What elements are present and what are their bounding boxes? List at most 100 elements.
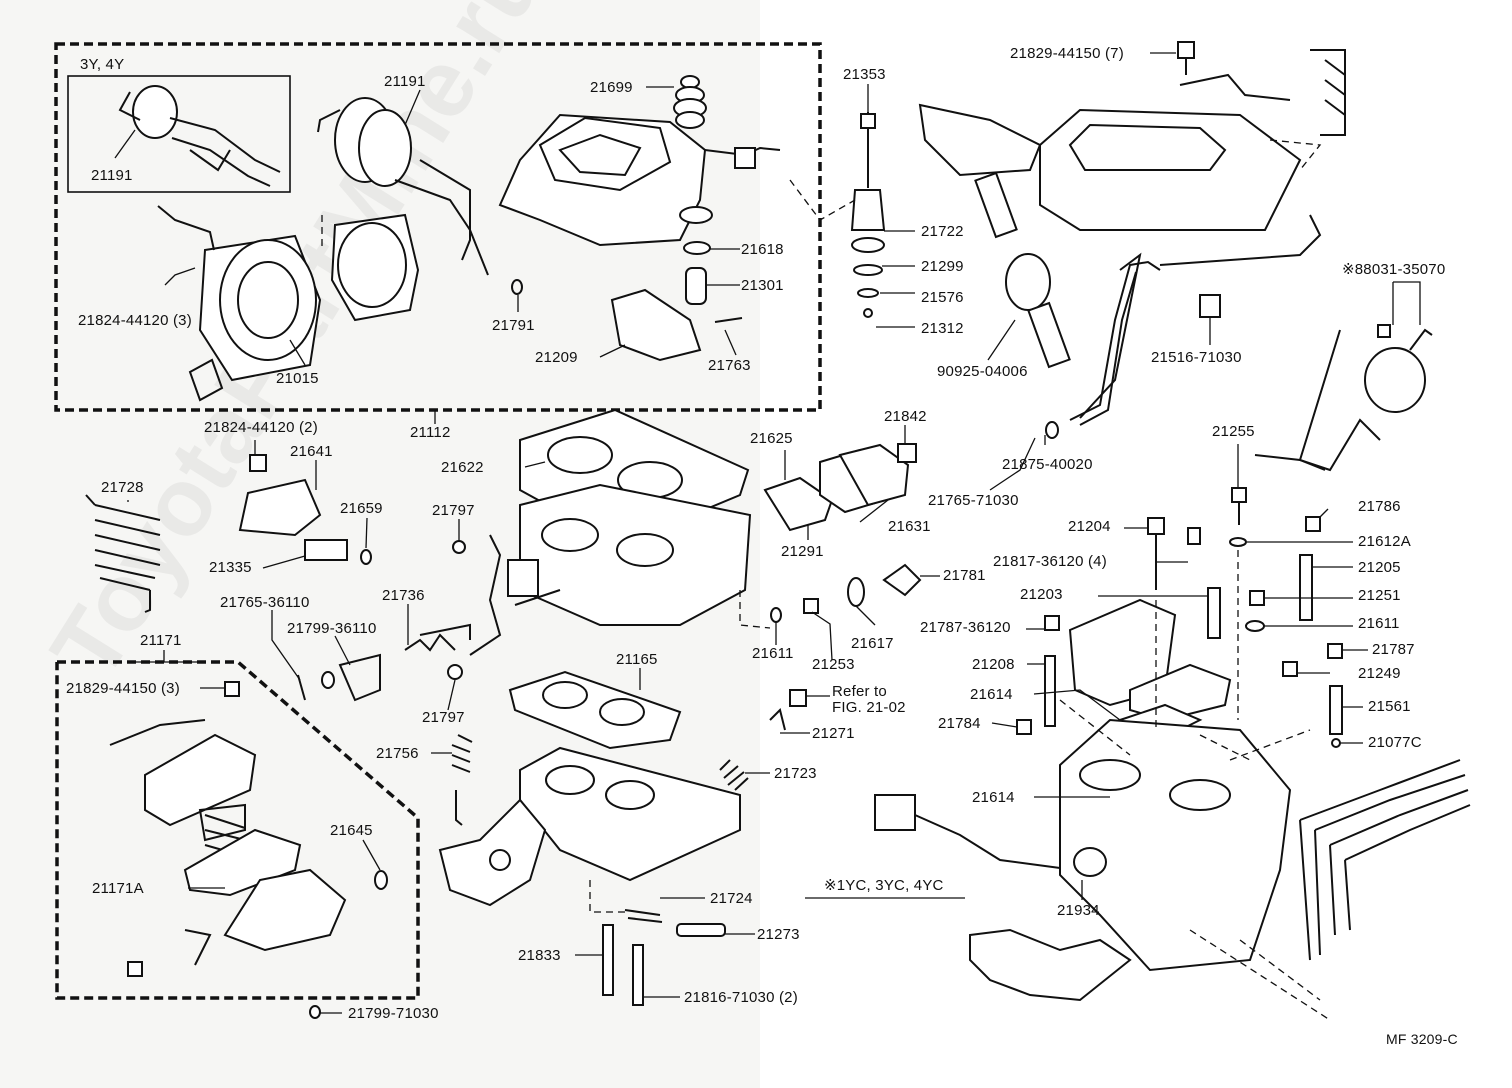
part-label-21728: 21728: [101, 479, 144, 496]
part-label-21209: 21209: [535, 349, 578, 366]
pump-housing-21015: [157, 205, 420, 402]
part-label-21631: 21631: [888, 518, 931, 535]
components-left-middle: [238, 454, 502, 680]
boot-21699: [673, 75, 707, 129]
part-label-21842: 21842: [884, 408, 927, 425]
part-label-21622: 21622: [441, 459, 484, 476]
carburetor-body: [507, 483, 752, 626]
part-label-21724: 21724: [710, 890, 753, 907]
part-label-21614-lower: 21614: [972, 789, 1015, 806]
part-label-21824-44120-3: 21824-44120 (3): [78, 312, 192, 329]
part-label-21787-36120: 21787-36120: [920, 619, 1011, 636]
part-label-21817-36120-4: 21817-36120 (4): [993, 553, 1107, 570]
float-needle-parts: [511, 241, 743, 362]
part-label-21797-lower: 21797: [422, 709, 465, 726]
part-label-21617: 21617: [851, 635, 894, 652]
part-label-21645: 21645: [330, 822, 373, 839]
part-label-21784: 21784: [938, 715, 981, 732]
part-label-21255: 21255: [1212, 423, 1255, 440]
part-label-21205: 21205: [1358, 559, 1401, 576]
part-label-21781: 21781: [943, 567, 986, 584]
figure-code: MF 3209-C: [1386, 1031, 1458, 1047]
fuel-pipe-21765-71030: [1045, 260, 1161, 439]
gasket-21625-21631: [763, 443, 917, 532]
dashpot-bracket: [1039, 41, 1346, 419]
frame-upper-assembly: [54, 42, 822, 412]
leader-lines: [114, 52, 1421, 1014]
part-label-90925-04006: 90925-04006: [937, 363, 1028, 380]
part-label-21763: 21763: [708, 357, 751, 374]
refer-to-note: Refer to: [832, 683, 887, 700]
part-label-21611-right: 21611: [1358, 615, 1400, 632]
part-label-21875-40020: 21875-40020: [1002, 456, 1093, 473]
part-label-21335: 21335: [209, 559, 252, 576]
part-label-21576: 21576: [921, 289, 964, 306]
frame-lower-left-assembly: [55, 660, 420, 1000]
part-label-21618: 21618: [741, 241, 784, 258]
part-label-21516-71030: 21516-71030: [1151, 349, 1242, 366]
guide-lines: [321, 139, 1331, 1021]
needle-stack-21353: [850, 112, 886, 318]
part-label-21787: 21787: [1372, 641, 1415, 658]
part-label-21165: 21165: [616, 651, 658, 668]
part-label-21273: 21273: [757, 926, 800, 943]
part-label-21736: 21736: [382, 587, 425, 604]
part-label-21816-71030-2: 21816-71030 (2): [684, 989, 798, 1006]
part-label-21611-mid: 21611: [752, 645, 794, 662]
inset-label-3y-4y: 3Y, 4Y: [80, 56, 125, 73]
part-label-21077C: 21077C: [1368, 734, 1422, 751]
part-label-21251: 21251: [1358, 587, 1401, 604]
air-horn-top-body: [498, 113, 781, 247]
part-label-21799-36110: 21799-36110: [287, 620, 377, 637]
part-label-21934: 21934: [1057, 902, 1100, 919]
gasket-21165: [508, 670, 682, 750]
part-label-21312: 21312: [921, 320, 964, 337]
diaphragm-assembly-21171: [109, 681, 388, 1019]
part-label-21191: 21191: [384, 73, 426, 90]
inset-diaphragm-part: [118, 85, 281, 187]
part-label-21561: 21561: [1368, 698, 1411, 715]
hose-90925-04006: [918, 103, 1071, 369]
part-label-21253: 21253: [812, 656, 855, 673]
part-label-21824-44120-2: 21824-44120 (2): [204, 419, 318, 436]
part-label-21353: 21353: [843, 66, 886, 83]
throttle-body-flange: [438, 746, 741, 907]
part-label-21301: 21301: [741, 277, 784, 294]
part-label-21786: 21786: [1358, 498, 1401, 515]
frame-inset-3y-4y: [67, 75, 291, 193]
part-label-21171: 21171: [140, 632, 182, 649]
intake-base-1yc: [874, 718, 1471, 1002]
lower-middle-parts: [451, 689, 807, 1006]
part-label-21612A: 21612A: [1358, 533, 1411, 550]
note-1yc-3yc-4yc: ※1YC, 3YC, 4YC: [824, 877, 944, 894]
part-label-21641: 21641: [290, 443, 333, 460]
part-label-21614-upper: 21614: [970, 686, 1013, 703]
part-label-21765-36110: 21765-36110: [220, 594, 310, 611]
part-label-21756: 21756: [376, 745, 419, 762]
part-label-21799-71030: 21799-71030: [348, 1005, 439, 1022]
part-label-21791: 21791: [492, 317, 535, 334]
part-label-21208: 21208: [972, 656, 1015, 673]
part-label-21829-44150-3: 21829-44150 (3): [66, 680, 180, 697]
spring-21728: [85, 494, 161, 613]
part-label-21203: 21203: [1020, 586, 1063, 603]
part-label-21015: 21015: [276, 370, 319, 387]
right-middle-parts: [770, 487, 1343, 748]
part-label-21625: 21625: [750, 430, 793, 447]
part-label-21204: 21204: [1068, 518, 1111, 535]
diaphragm-21191: [317, 97, 489, 276]
part-label-21722: 21722: [921, 223, 964, 240]
part-label-88031-35070: ※88031-35070: [1342, 261, 1446, 278]
part-label-21699: 21699: [590, 79, 633, 96]
part-label-21291: 21291: [781, 543, 824, 560]
part-label-21112: 21112: [410, 424, 451, 441]
part-label-21797-upper: 21797: [432, 502, 475, 519]
dashpot-88031-35070: [1199, 294, 1433, 472]
part-label-21191-inset: 21191: [91, 167, 133, 184]
part-label-21299: 21299: [921, 258, 964, 275]
part-label-21765-71030: 21765-71030: [928, 492, 1019, 509]
part-label-21171A: 21171A: [92, 880, 144, 897]
part-label-21829-44150-7: 21829-44150 (7): [1010, 45, 1124, 62]
part-label-21249: 21249: [1358, 665, 1401, 682]
